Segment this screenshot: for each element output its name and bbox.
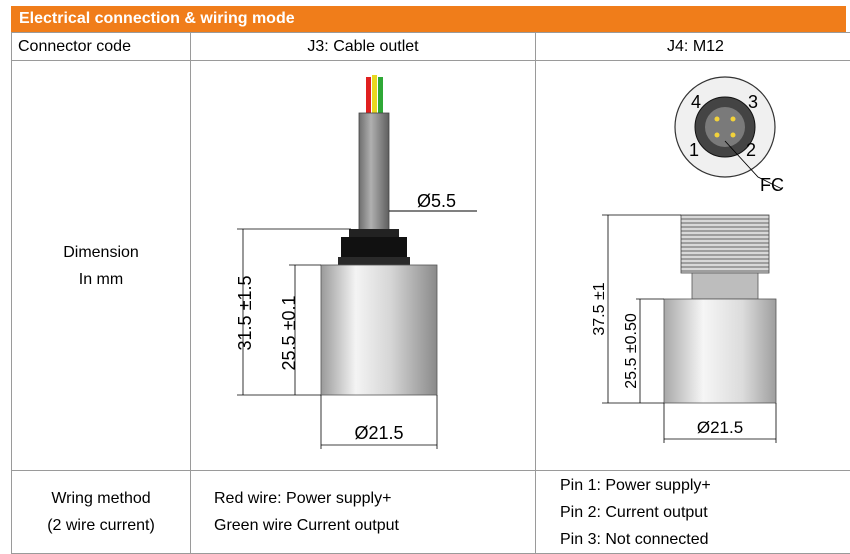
m12-neck: [692, 273, 758, 299]
j4-total-height: 37.5 ±1: [591, 282, 608, 335]
j3-total-height: 31.5 ±1.5: [235, 276, 255, 351]
header-row: Connector code J3: Cable outlet J4: M12: [12, 33, 850, 61]
dimension-label: Dimension In mm: [12, 61, 191, 471]
dimension-label-line2: In mm: [12, 266, 190, 293]
j4-body-dia: Ø21.5: [697, 418, 743, 437]
pin-4: [715, 117, 720, 122]
j4-header: J4: M12: [536, 33, 850, 61]
j4-pin-2: Pin 2: Current output: [560, 499, 850, 526]
pin-3: [731, 117, 736, 122]
j3-wire-green: Green wire Current output: [214, 512, 535, 539]
spec-table: Connector code J3: Cable outlet J4: M12 …: [11, 32, 850, 554]
pin-1: [715, 133, 720, 138]
j4-sensor-body: [664, 299, 776, 403]
m12-thread: [681, 215, 769, 273]
dimension-row: Dimension In mm: [12, 61, 850, 471]
green-wire: [378, 77, 383, 115]
pin-label-1: 1: [689, 140, 699, 160]
wiring-label: Wring method (2 wire current): [12, 471, 191, 554]
j4-drawing-cell: 4 3 1 2 FC 37.5 ±1: [536, 61, 850, 471]
gland-nut: [341, 237, 407, 257]
cable: [359, 113, 389, 231]
j4-pin-1: Pin 1: Power supply+: [560, 472, 850, 499]
j3-cable-dia: Ø5.5: [417, 191, 456, 211]
wiring-row: Wring method (2 wire current) Red wire: …: [12, 471, 850, 554]
wiring-label-line1: Wring method: [12, 485, 190, 512]
j4-body-height: 25.5 ±0.50: [623, 313, 640, 389]
j3-drawing-cell: Ø5.5 31.5 ±1.5 25.5 ±0.1 Ø21.5: [191, 61, 536, 471]
sensor-body: [321, 265, 437, 395]
j3-cable-outlet-drawing: Ø5.5 31.5 ±1.5 25.5 ±0.1 Ø21.5: [191, 61, 535, 465]
j3-wire-red: Red wire: Power supply+: [214, 485, 535, 512]
gland-base: [338, 257, 410, 265]
yellow-wire: [372, 75, 377, 115]
section-title: Electrical connection & wiring mode: [11, 6, 846, 32]
pin-label-2: 2: [746, 140, 756, 160]
j3-body-dia: Ø21.5: [354, 423, 403, 443]
j3-wiring: Red wire: Power supply+ Green wire Curre…: [191, 471, 536, 554]
gland-cap: [349, 229, 399, 237]
wiring-label-line2: (2 wire current): [12, 512, 190, 539]
wiring-spec-sheet: Electrical connection & wiring mode Conn…: [11, 6, 846, 549]
j4-wiring: Pin 1: Power supply+ Pin 2: Current outp…: [536, 471, 850, 554]
pin-label-4: 4: [691, 92, 701, 112]
j3-body-height: 25.5 ±0.1: [279, 296, 299, 371]
red-wire: [366, 77, 371, 115]
j3-header: J3: Cable outlet: [191, 33, 536, 61]
j4-pin-3: Pin 3: Not connected: [560, 526, 850, 553]
fc-label: FC: [760, 175, 784, 195]
pin-label-3: 3: [748, 92, 758, 112]
pin-2: [731, 133, 736, 138]
dimension-label-line1: Dimension: [12, 239, 190, 266]
j4-m12-drawing: 4 3 1 2 FC 37.5 ±1: [536, 61, 850, 465]
connector-code-label: Connector code: [12, 33, 191, 61]
